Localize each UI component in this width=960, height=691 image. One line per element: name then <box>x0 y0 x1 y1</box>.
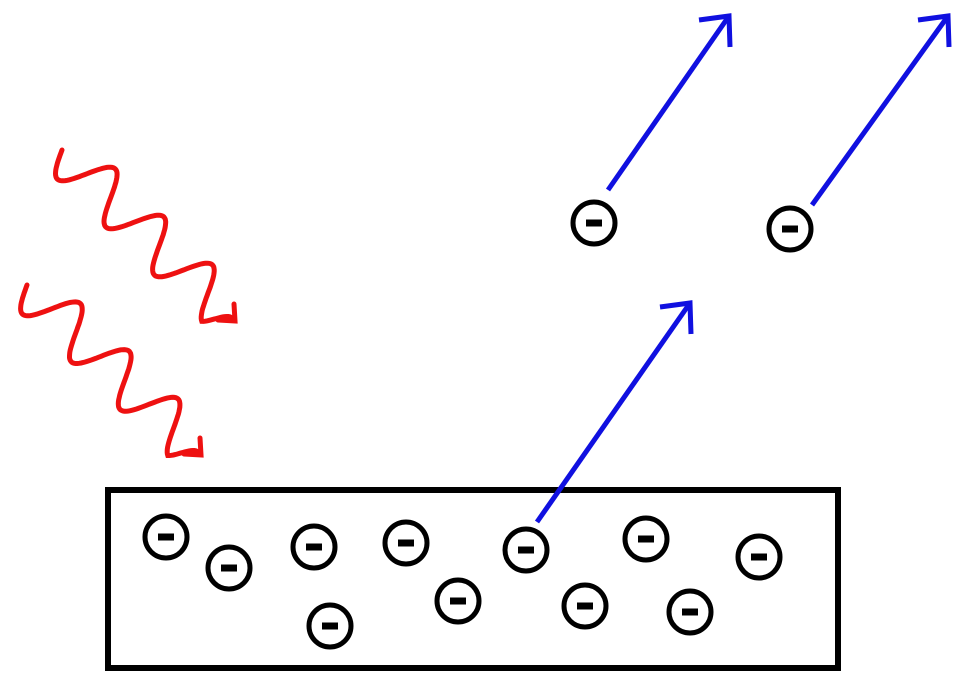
trajectory-line <box>809 14 951 207</box>
emitted-electron-arrow-2 <box>809 13 952 207</box>
electron-minus-circle-icon <box>561 582 609 630</box>
arrowhead-icon <box>698 13 733 48</box>
wave-arrowhead-icon <box>215 301 238 324</box>
trajectory-line <box>534 301 693 524</box>
light-waves <box>18 147 238 458</box>
electron-minus-circle-icon <box>434 577 482 625</box>
electron-minus-circle-icon <box>735 533 783 581</box>
electron-minus-circle-icon <box>502 526 550 574</box>
wave-arrowhead-icon <box>181 435 204 458</box>
wavy-line-icon <box>52 147 235 324</box>
light-wave-2 <box>18 282 204 458</box>
emitted-electron-arrow-3 <box>534 300 694 524</box>
electrons <box>142 199 814 650</box>
electron-minus-circle-icon <box>290 523 338 571</box>
electron-minus-circle-icon <box>142 513 190 561</box>
electron-minus-circle-icon <box>306 602 354 650</box>
arrowhead-icon <box>917 13 952 48</box>
trajectory-line <box>605 14 732 192</box>
electron-minus-circle-icon <box>622 515 670 563</box>
electron-minus-circle-icon <box>766 205 814 253</box>
arrowhead-icon <box>659 300 694 335</box>
metal-plate <box>105 487 841 671</box>
electron-minus-circle-icon <box>205 544 253 592</box>
electron-minus-circle-icon <box>382 519 430 567</box>
light-wave-1 <box>52 147 238 324</box>
electron-minus-circle-icon <box>570 199 618 247</box>
wavy-line-icon <box>18 282 201 458</box>
electron-trajectories <box>534 13 952 524</box>
electron-minus-circle-icon <box>666 588 714 636</box>
emitted-electron-arrow-1 <box>605 13 733 192</box>
